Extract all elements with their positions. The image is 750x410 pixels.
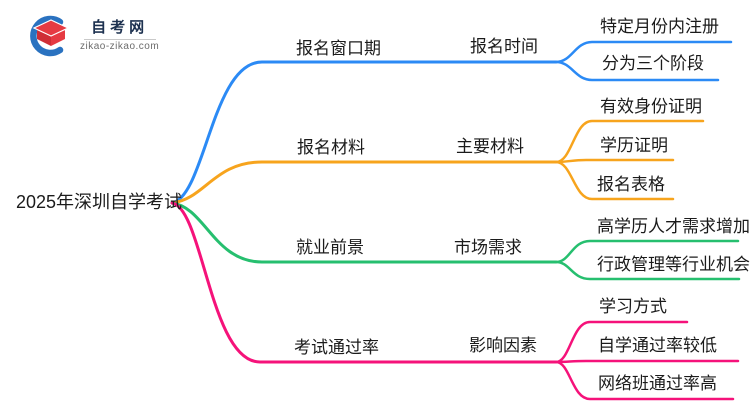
logo-title: 自考网 [91,19,149,36]
logo: 自考网 zikao-zikao.com [28,13,159,59]
branch-pass-rate: 考试通过率 [294,338,379,357]
logo-domain: zikao-zikao.com [80,41,160,52]
leaf-self-study-low-rate: 自学通过率较低 [598,336,717,355]
leaf-register-specific-months: 特定月份内注册 [600,17,719,36]
cap-base-left [37,30,51,46]
leaf-three-phases: 分为三个阶段 [602,54,704,73]
leaf-valid-id: 有效身份证明 [600,97,702,116]
leaf-line [554,60,720,82]
logo-text: 自考网 zikao-zikao.com [80,19,159,53]
crescent-shape [30,15,64,57]
leaf-line [554,320,689,364]
leaf-line [554,119,705,164]
cap-top [32,19,70,37]
branch-pass-rate-lines [170,201,740,401]
branch-line [170,201,558,264]
branch-registration-materials-lines [170,119,705,205]
leaf-study-method: 学习方式 [599,297,667,316]
root-node: 2025年深圳自学考试 [16,192,183,212]
leaf-industry-opportunities: 行政管理等行业机会 [597,255,750,274]
branch-registration-window: 报名窗口期 [296,39,381,58]
branch-line [170,160,558,205]
node-registration-time: 报名时间 [470,37,538,56]
branch-line [170,201,558,364]
branch-registration-materials: 报名材料 [297,138,365,157]
leaf-line [554,360,735,401]
node-market-demand: 市场需求 [454,238,522,257]
graduation-cap-icon [30,15,70,57]
cap-base-right [51,30,65,46]
branch-registration-window-lines [170,40,733,205]
node-influencing-factors: 影响因素 [469,336,537,355]
leaf-education-certificate: 学历证明 [600,136,668,155]
leaf-talent-demand-increase: 高学历人才需求增加 [597,217,750,236]
leaf-line [554,260,741,281]
branch-line [170,60,558,205]
leaf-line [554,359,740,364]
leaf-online-class-high-rate: 网络班通过率高 [598,374,717,393]
leaf-line [554,160,675,201]
node-main-materials: 主要材料 [456,137,524,156]
branch-employment-prospects: 就业前景 [296,238,364,257]
branch-employment-prospects-lines [170,201,741,281]
leaf-registration-form: 报名表格 [597,175,665,194]
leaf-line [554,158,675,164]
logo-divider [83,39,156,40]
